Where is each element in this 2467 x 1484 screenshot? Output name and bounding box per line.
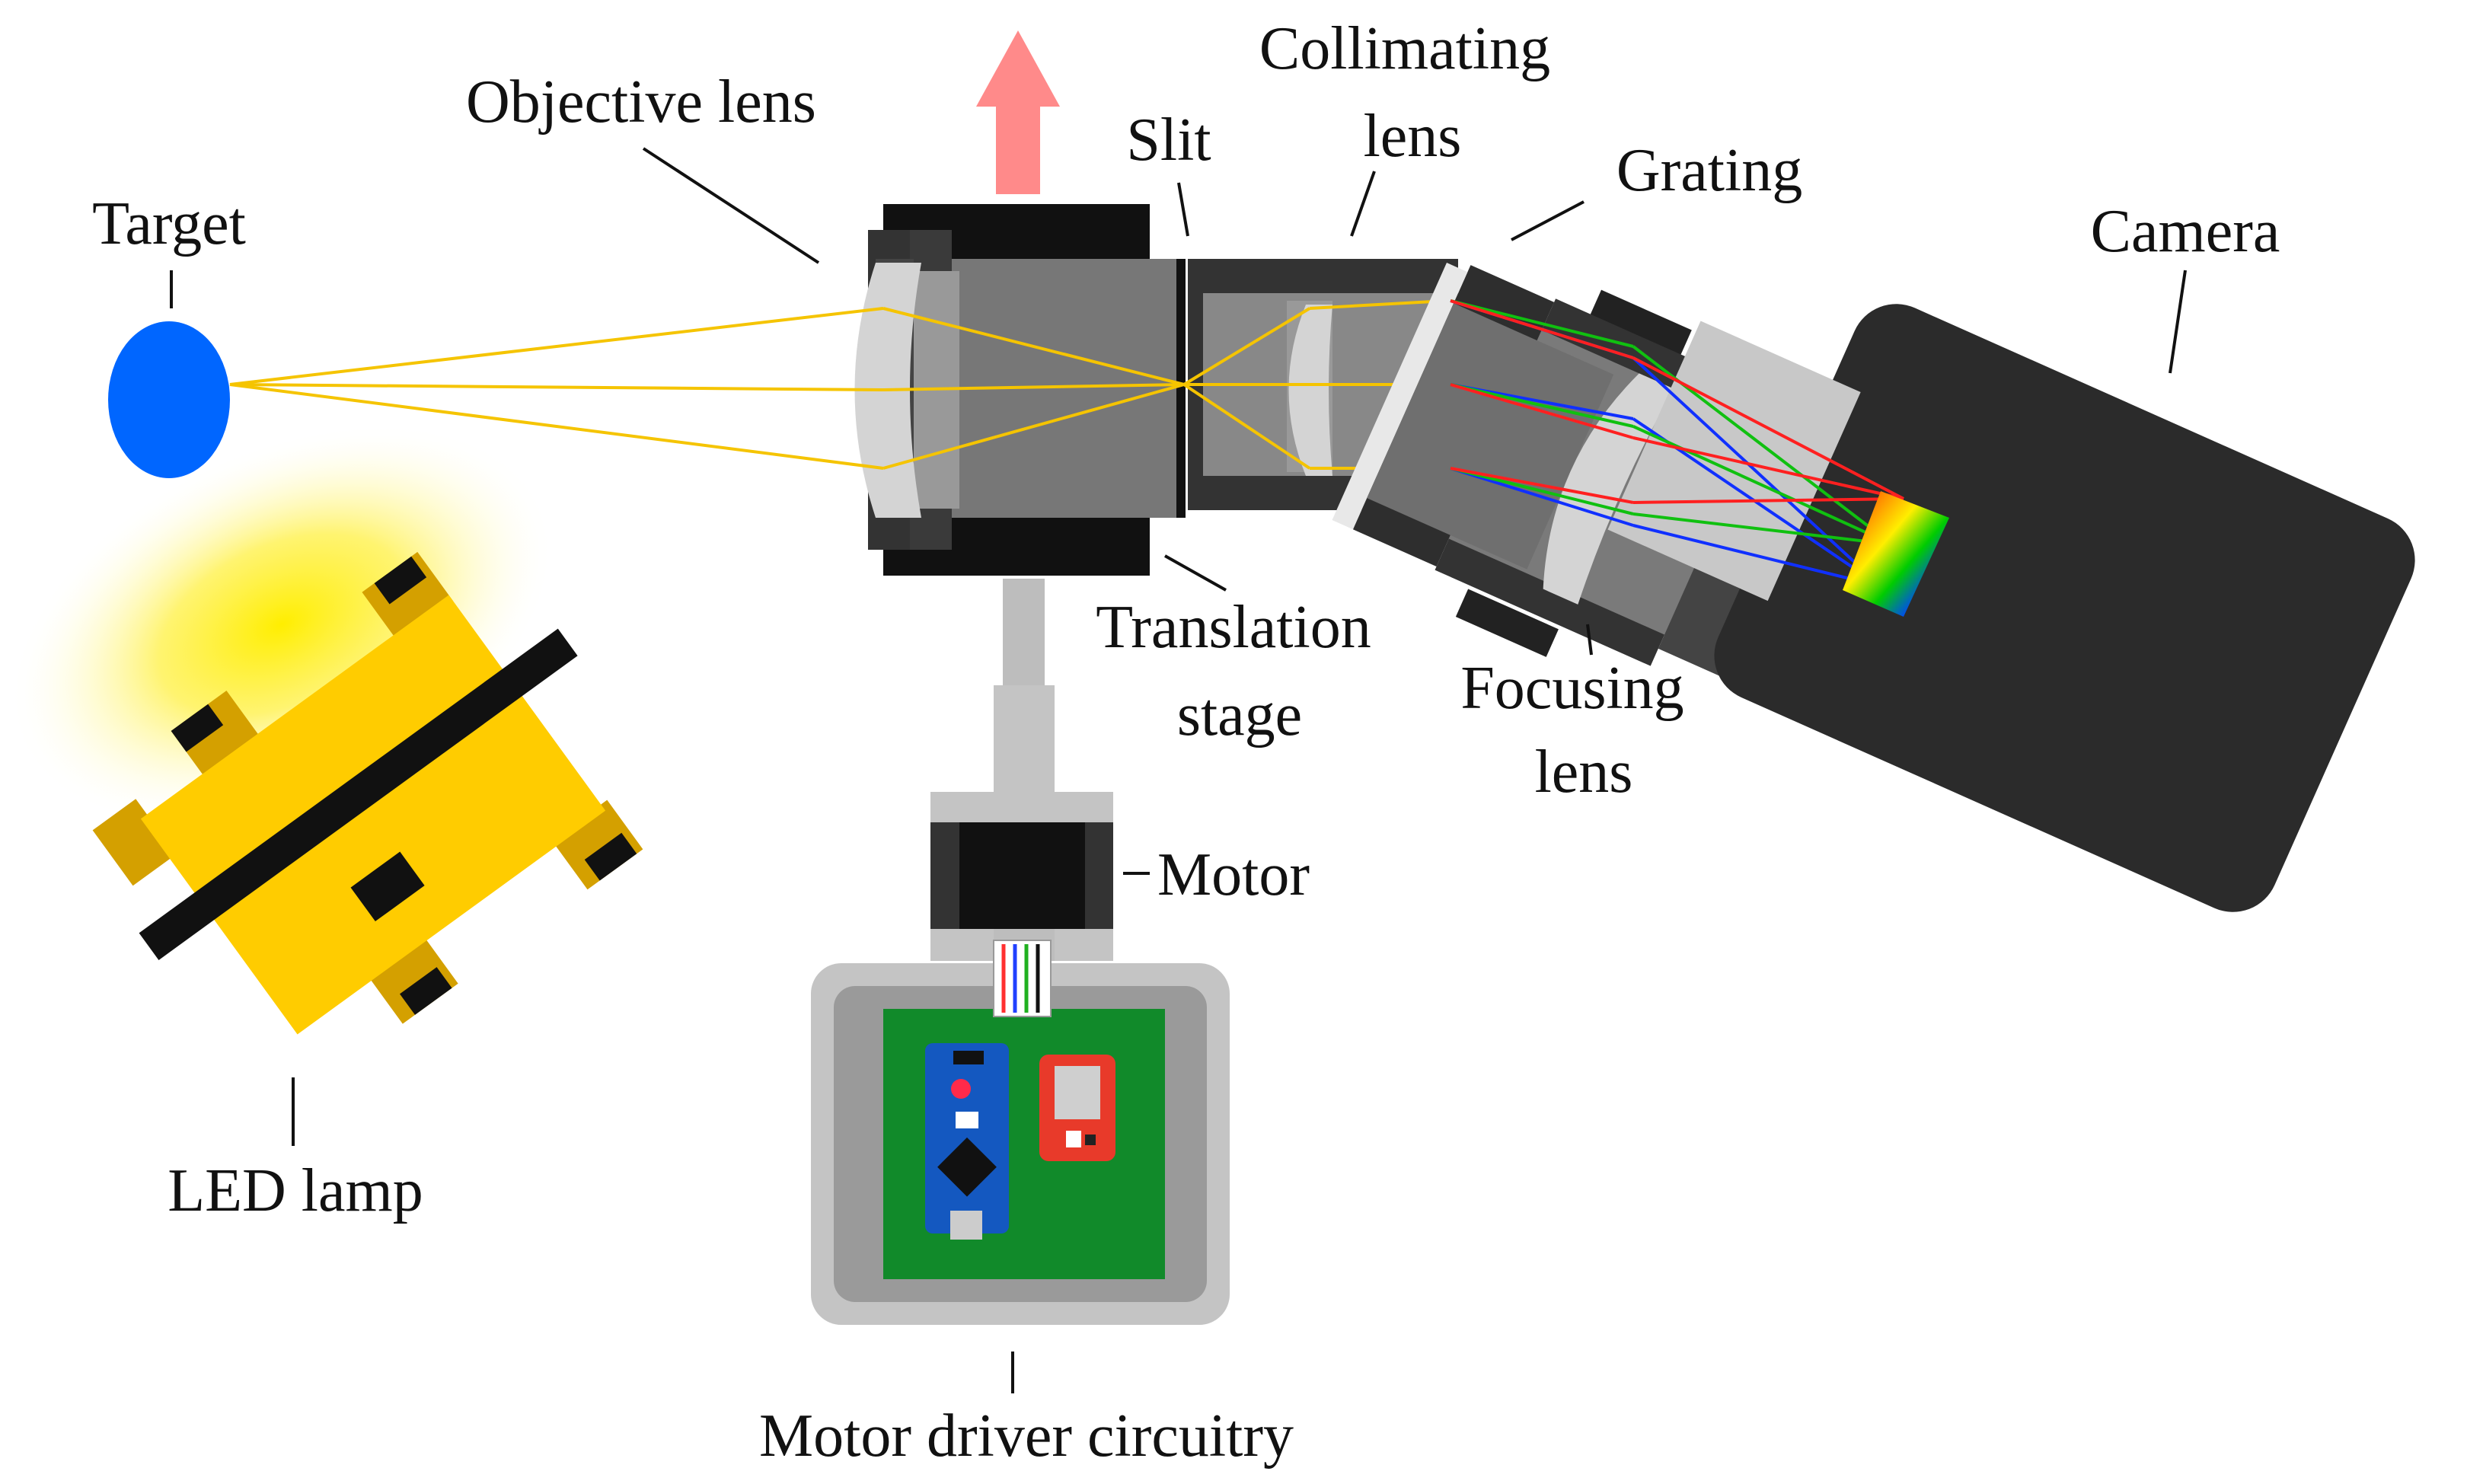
objective-lens-label: Objective lens <box>466 69 816 136</box>
led-lamp <box>92 551 643 1035</box>
collimating-lens-label-line2: lens <box>1364 103 1462 170</box>
focusing-lens-label-line2: lens <box>1535 739 1633 806</box>
motor-driver-box <box>811 940 1230 1325</box>
motor-driver-label: Motor driver circuitry <box>759 1403 1294 1470</box>
rainbow-spectrum-icon <box>1843 491 1949 617</box>
translation-stage-label-line1: Translation <box>1096 594 1371 661</box>
camera-label: Camera <box>2091 198 2280 265</box>
input-light-rays <box>229 299 1447 470</box>
collimating-lens <box>1288 305 1332 476</box>
dispersed-rays <box>1450 299 1904 588</box>
motor <box>930 792 1113 961</box>
collimating-lens-label-line1: Collimating <box>1259 15 1550 82</box>
translation-stage-label-line2: stage <box>1177 681 1302 748</box>
translation-shaft <box>994 579 1055 792</box>
motor-label: Motor <box>1157 841 1310 908</box>
grating-label: Grating <box>1616 137 1802 204</box>
up-arrow-icon <box>976 30 1060 194</box>
slit <box>1176 259 1186 518</box>
target-label: Target <box>92 190 246 257</box>
focusing-lens-label-line1: Focusing <box>1460 655 1683 722</box>
leader-lines <box>170 147 2187 1393</box>
slit-label: Slit <box>1126 107 1211 174</box>
target <box>108 321 230 478</box>
led-lamp-label: LED lamp <box>168 1157 423 1224</box>
